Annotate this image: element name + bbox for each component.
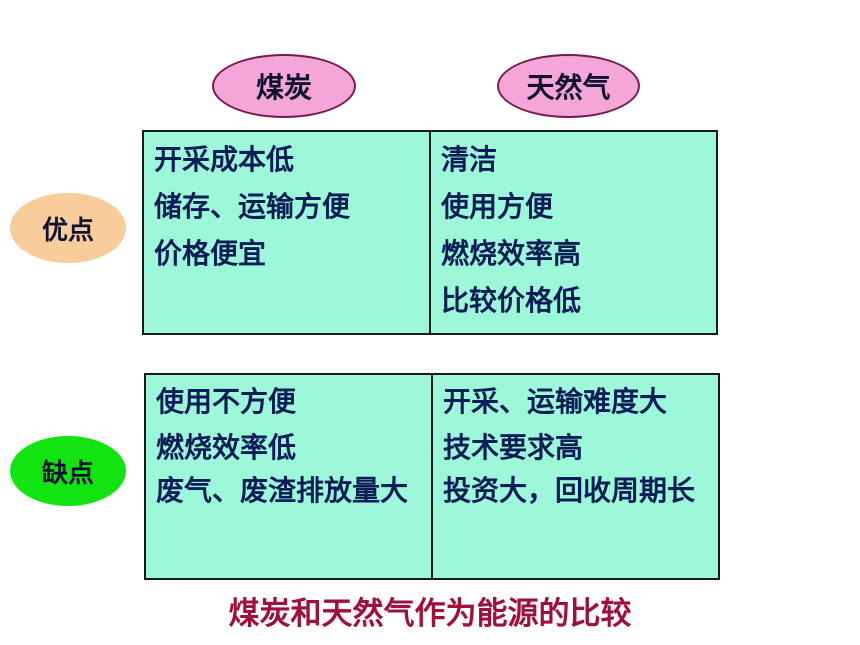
coal-disadvantage-item: 燃烧效率低	[156, 431, 297, 464]
advantages-label: 优点	[10, 193, 126, 263]
gas-disadvantage-item: 技术要求高	[443, 431, 584, 464]
disadvantages-label-text: 缺点	[41, 458, 94, 489]
coal-advantage-item: 储存、运输方便	[154, 190, 351, 223]
advantages-table: 开采成本低 储存、运输方便 价格便宜 清洁 使用方便 燃烧效率高 比较价格低	[142, 130, 718, 335]
gas-disadvantage-item: 投资大，回收周期长	[443, 474, 696, 507]
slide-caption: 煤炭和天然气作为能源的比较	[228, 596, 632, 632]
coal-disadvantage-item: 废气、废渣排放量大	[156, 474, 409, 507]
gas-header: 天然气	[497, 54, 640, 118]
gas-advantages-cell: 清洁 使用方便 燃烧效率高 比较价格低	[431, 132, 716, 333]
gas-advantage-item: 燃烧效率高	[441, 237, 582, 270]
gas-disadvantage-item: 开采、运输难度大	[443, 385, 668, 418]
gas-disadvantages-cell: 开采、运输难度大 技术要求高 投资大，回收周期长	[433, 375, 718, 578]
disadvantages-table: 使用不方便 燃烧效率低 废气、废渣排放量大 开采、运输难度大 技术要求高 投资大…	[144, 373, 720, 580]
gas-advantage-item: 比较价格低	[441, 284, 582, 317]
gas-header-label: 天然气	[526, 71, 611, 104]
coal-advantages-cell: 开采成本低 储存、运输方便 价格便宜	[144, 132, 431, 333]
disadvantages-label: 缺点	[10, 436, 126, 506]
coal-header-label: 煤炭	[255, 71, 312, 104]
gas-advantage-item: 使用方便	[441, 190, 554, 223]
coal-disadvantage-item: 使用不方便	[156, 385, 297, 418]
coal-advantage-item: 开采成本低	[154, 143, 295, 176]
coal-advantage-item: 价格便宜	[154, 237, 267, 270]
advantages-label-text: 优点	[41, 215, 94, 246]
gas-advantage-item: 清洁	[441, 143, 498, 176]
coal-header: 煤炭	[212, 54, 356, 118]
coal-disadvantages-cell: 使用不方便 燃烧效率低 废气、废渣排放量大	[146, 375, 433, 578]
